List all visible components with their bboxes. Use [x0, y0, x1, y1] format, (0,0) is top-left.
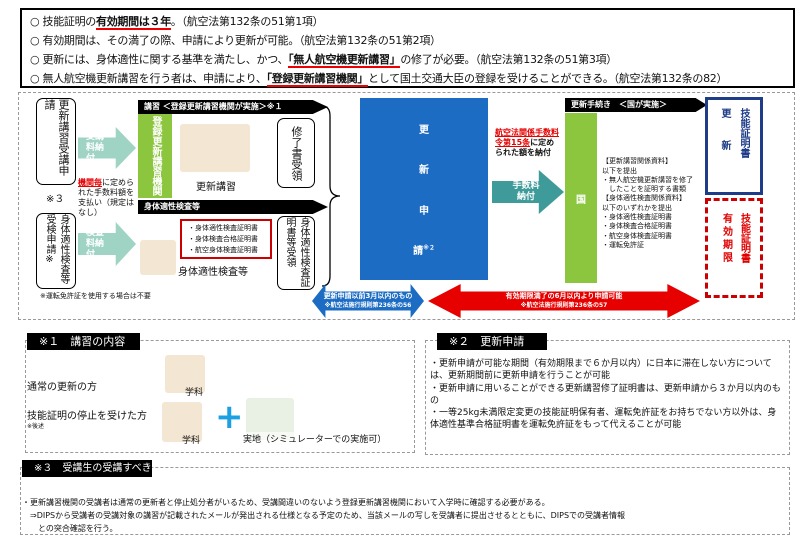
course-label: 更新講習 — [196, 182, 236, 193]
summary-line: ○ 技能証明の有効期間は３年。（航空法第132条の51第1項） — [30, 15, 324, 30]
note1-box — [25, 340, 415, 453]
summary-box: ○ 技能証明の有効期間は３年。（航空法第132条の51第1項） ○ 有効期間は、… — [20, 8, 795, 88]
suspended-note: ※後述 — [27, 423, 45, 430]
exam-illustration — [140, 240, 176, 275]
apply-exam-box: 身体適性検査等受検申請※ — [36, 213, 76, 289]
gov-bar: 更新手続き ＜国が実施＞ — [565, 98, 707, 112]
note2-title: ※２ 更新申請 — [437, 333, 547, 350]
lecture-illustration — [162, 402, 202, 442]
institution-box: 登録更新講習機関 — [138, 114, 172, 198]
exam-receipt-box: 身体適性検査証明書等受領 — [277, 216, 315, 290]
gov-box: 国 — [565, 113, 597, 283]
exam-label: 身体適性検査等 — [178, 267, 248, 278]
brace-icon — [321, 105, 341, 287]
fee-note: 機関毎に定められた手数料額を支払い（規定はなし） — [78, 178, 134, 217]
lecture-label: 学科 — [185, 388, 204, 398]
summary-line: ○ 有効期間は、その満了の際、申請により更新が可能。（航空法第132条の51第2… — [30, 34, 441, 47]
license-note: ※運転免許証を使用する場合は不要 — [40, 292, 151, 300]
docs-list: 【更新講習関係資料】以下を提出・無人航空機更新講習を修了 したことを証明する書類… — [602, 157, 693, 249]
suspended-label: 技能証明の停止を受けた方 — [27, 411, 147, 422]
lecture-illustration — [165, 355, 205, 393]
plus-icon: + — [215, 397, 244, 437]
note3-title: ※３ 受講生の受講すべき内容の確認 — [22, 460, 152, 491]
lecture-label: 学科 — [182, 436, 201, 446]
cert-list: ・身体適性検査証明書・身体検査合格証明書・航空身体検査証明書 — [180, 219, 272, 259]
summary-line: ○ 無人航空機更新講習を行う者は、申請により、「登録更新講習機関」として国土交通… — [30, 72, 728, 87]
fee-law: 航空法関係手数料令第15条に定められた額を納付 — [495, 128, 559, 157]
note2-box — [425, 340, 790, 455]
note3-text: ・更新講習機関の受講者は通常の更新者と停止処分者がいるため、受講間違いのないよう… — [22, 498, 626, 533]
renewed-cert-box: 技能証明書更新 — [705, 97, 763, 195]
practical-label: 実地（シミュレーターでの実施可） — [243, 432, 387, 445]
note3-box — [20, 467, 790, 535]
note2-text: ・更新申請が可能な期間（有効期限まで６か月以内）に日本に滞在しない方については、… — [430, 359, 781, 431]
note1-title: ※１ 講習の内容 — [27, 333, 140, 350]
course-bar: 講習 ＜登録更新講習機関が実施＞※１ — [138, 100, 328, 114]
note3-ref: ※３ — [46, 194, 65, 205]
lecture-illustration — [180, 124, 250, 172]
renewal-apply-box: 更新申請※２ — [360, 98, 488, 280]
flow-diagram — [18, 92, 795, 320]
completion-box: 修了書受領 — [277, 118, 315, 188]
normal-label: 通常の更新の方 — [27, 382, 97, 393]
apply-course-box: 更新講習受講申請 — [36, 98, 76, 185]
summary-line: ○ 更新には、身体適性に関する基準を満たし、かつ、「無人航空機更新講習」の修了が… — [30, 53, 617, 68]
expiry-cert-box: 技能証明書有効期限 — [705, 198, 763, 298]
exam-bar: 身体適性検査等 — [138, 200, 328, 214]
